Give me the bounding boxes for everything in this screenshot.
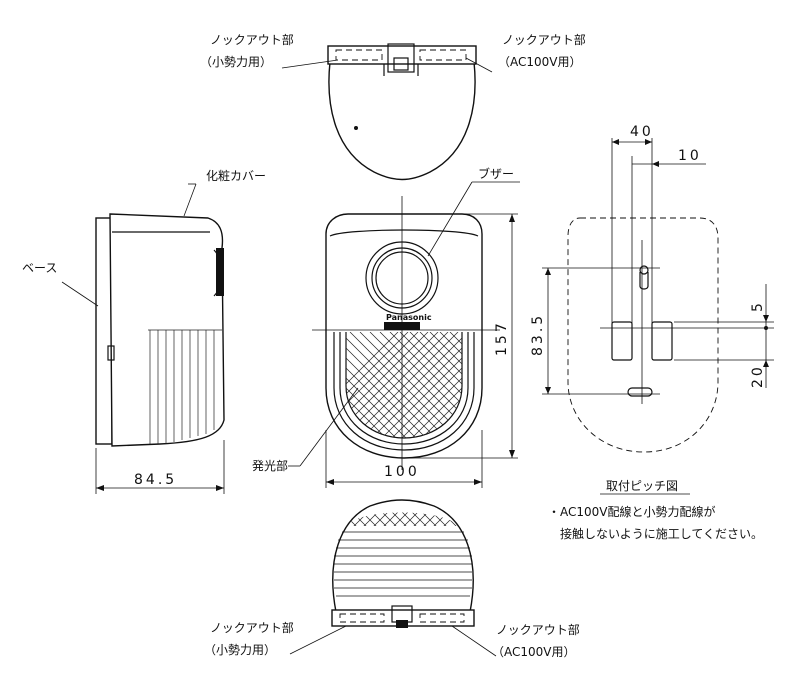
pitch-small-dimension: 5	[750, 300, 766, 312]
buzzer-label: ブザー	[478, 166, 514, 181]
side-hatch	[148, 329, 222, 444]
pitch-width-dimension: 40	[630, 124, 654, 140]
note-line-1: ・AC100V配線と小勢力配線が	[548, 504, 716, 519]
bottom-view	[289, 499, 497, 657]
note-line-2: 接触しないように施工してください。	[560, 526, 763, 541]
side-view	[61, 183, 225, 494]
top-view	[281, 43, 493, 181]
knockout-bottom-right-sub-label: （AC100V用）	[492, 645, 576, 659]
knockout-top-right-label: ノックアウト部	[502, 32, 586, 47]
front-width-dimension: 100	[384, 464, 420, 480]
light-emitting-label: 発光部	[252, 458, 288, 473]
side-depth-dimension: 84.5	[134, 472, 177, 488]
knockout-top-right-sub-label: （AC100V用）	[498, 55, 582, 69]
front-view	[288, 181, 520, 488]
pitch-slot-dimension: 10	[678, 148, 702, 164]
knockout-top-left-sub-label: （小勢力用）	[200, 54, 272, 69]
knockout-top-left-label: ノックアウト部	[210, 32, 294, 47]
knockout-bottom-left-label: ノックアウト部	[210, 620, 294, 635]
brand-logo: Panasonic	[386, 313, 432, 322]
knockout-bottom-left-sub-label: （小勢力用）	[204, 642, 276, 657]
pitch-bottom-dimension: 20	[750, 364, 766, 388]
front-height-dimension: 157	[494, 320, 510, 356]
base-label: ベース	[22, 261, 57, 275]
pitch-caption: 取付ピッチ図	[606, 479, 678, 493]
knockout-bottom-right-label: ノックアウト部	[496, 622, 580, 637]
pitch-height-dimension: 83.5	[530, 313, 546, 356]
front-grid	[346, 332, 462, 438]
cosmetic-cover-label: 化粧カバー	[206, 169, 266, 183]
pitch-view	[542, 138, 774, 495]
